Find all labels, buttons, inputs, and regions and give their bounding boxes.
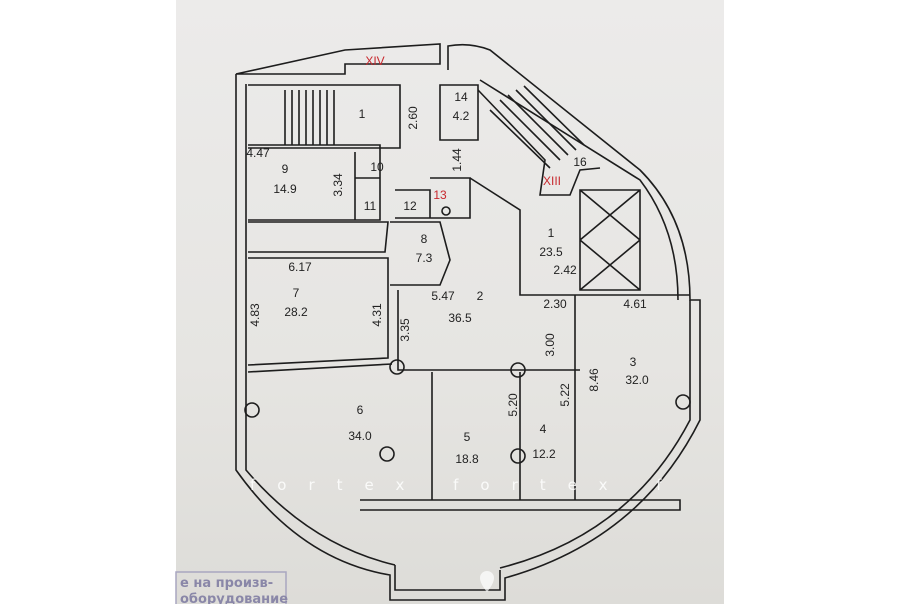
room-1-hall-number: 1 xyxy=(548,226,555,240)
room-6-area: 34.0 xyxy=(348,429,372,443)
dim-4-47: 4.47 xyxy=(246,146,270,160)
room-14-area: 4.2 xyxy=(453,109,470,123)
dim-3-34: 3.34 xyxy=(331,173,345,197)
dim-4-61: 4.61 xyxy=(623,297,647,311)
dim-2-42: 2.42 xyxy=(553,263,577,277)
room-2-area: 36.5 xyxy=(448,311,472,325)
section-marker-xiv: XIV xyxy=(365,54,384,68)
dim-8-46: 8.46 xyxy=(587,368,601,392)
room-13-number: 13 xyxy=(433,188,447,202)
room-labels: 1 14 4.2 9 14.9 10 11 12 16 8 7.3 1 23.5… xyxy=(273,54,649,466)
stamp-line-2: оборудование xyxy=(180,592,288,604)
room-3-area: 32.0 xyxy=(625,373,649,387)
room-11-number: 11 xyxy=(364,199,377,213)
room-7-area: 28.2 xyxy=(284,305,308,319)
walls xyxy=(235,43,701,601)
dim-3-00: 3.00 xyxy=(543,333,557,357)
room-5-number: 5 xyxy=(464,430,471,444)
location-pin-icon xyxy=(480,571,494,592)
room-9-number: 9 xyxy=(282,162,289,176)
room-14-number: 14 xyxy=(454,90,468,104)
dim-4-31: 4.31 xyxy=(370,303,384,327)
dimension-labels: 4.47 6.17 2.42 5.47 2.30 4.61 2.60 3.34 … xyxy=(246,106,647,417)
stamp: е на произв- оборудование xyxy=(175,571,288,604)
room-12-number: 12 xyxy=(403,199,417,213)
dim-5-20: 5.20 xyxy=(506,393,520,417)
room-1-hall-area: 23.5 xyxy=(539,245,563,259)
room-2-number: 2 xyxy=(477,289,484,303)
dim-4-83: 4.83 xyxy=(248,303,262,327)
dim-3-35: 3.35 xyxy=(398,318,412,342)
room-3-number: 3 xyxy=(630,355,637,369)
room-4-number: 4 xyxy=(540,422,547,436)
watermark: fortex fortex f xyxy=(250,476,684,494)
section-marker-xiii: XIII xyxy=(543,174,561,188)
dim-1-44: 1.44 xyxy=(450,148,464,172)
room-5-area: 18.8 xyxy=(455,452,479,466)
dim-2-30: 2.30 xyxy=(543,297,567,311)
paper-background xyxy=(176,0,724,604)
room-10-number: 10 xyxy=(370,160,384,174)
room-7-number: 7 xyxy=(293,286,300,300)
room-8-number: 8 xyxy=(421,232,428,246)
room-4-area: 12.2 xyxy=(532,447,556,461)
room-6-number: 6 xyxy=(357,403,364,417)
room-1-number: 1 xyxy=(359,107,366,121)
room-8-area: 7.3 xyxy=(416,251,433,265)
dim-5-47: 5.47 xyxy=(431,289,455,303)
dim-5-22: 5.22 xyxy=(558,383,572,407)
stamp-line-1: е на произв- xyxy=(180,576,273,591)
dim-2-60: 2.60 xyxy=(406,106,420,130)
dim-6-17: 6.17 xyxy=(288,260,312,274)
room-16-number: 16 xyxy=(573,155,587,169)
room-9-area: 14.9 xyxy=(273,182,297,196)
